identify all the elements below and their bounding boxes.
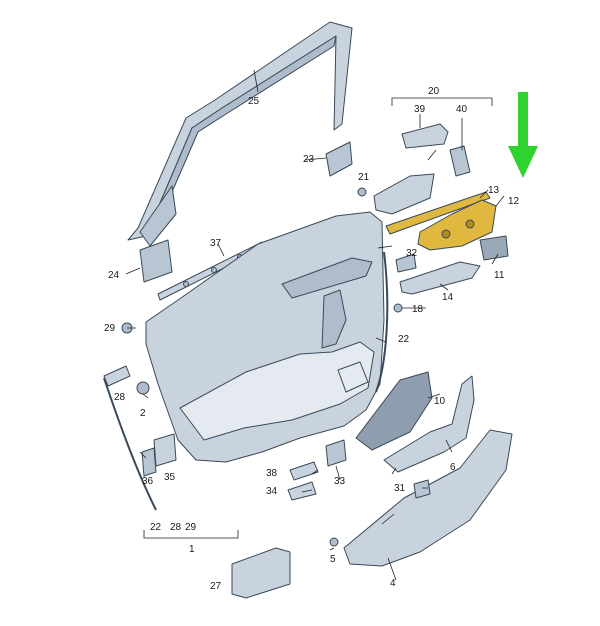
part-37-pin-b [211, 267, 217, 273]
leader-lines [125, 69, 505, 581]
part-1-pull-cup [337, 361, 369, 393]
callout-21: 21 [358, 172, 370, 183]
part-1-armrest [179, 341, 375, 441]
callout-32: 32 [406, 248, 418, 259]
part-28-cover [103, 365, 131, 387]
callout-25: 25 [248, 96, 260, 107]
part-11-speaker-grille [479, 235, 509, 261]
callout-37: 37 [210, 238, 222, 249]
part-22-cable [375, 251, 389, 393]
part-39-door-handle [401, 123, 449, 149]
part-14-handle-trim [399, 261, 481, 295]
part-1-upper-rail [281, 257, 373, 299]
callout-2: 2 [140, 408, 146, 419]
callout-14: 14 [442, 292, 454, 303]
part-37-pin-a [183, 281, 189, 287]
part-32-clip [395, 253, 417, 273]
callout-35: 35 [164, 472, 176, 483]
callout-18: 18 [412, 304, 424, 315]
callout-29: 29 [104, 323, 116, 334]
callout-38: 38 [266, 468, 278, 479]
bracket-1 [143, 530, 239, 539]
part-27-control-module [231, 547, 291, 599]
callout-11: 11 [494, 270, 505, 281]
callout-39: 39 [414, 104, 426, 115]
part-36-clip [141, 447, 157, 477]
part-35-switch [153, 433, 177, 467]
callout-23: 23 [303, 154, 315, 165]
callout-29b: 29 [185, 522, 197, 533]
bracket-20 [391, 97, 493, 106]
part-10-speaker-grille [355, 371, 433, 451]
callout-36: 36 [142, 476, 154, 487]
callout-27: 27 [210, 581, 222, 592]
callout-12: 12 [508, 196, 520, 207]
callout-33: 33 [334, 476, 346, 487]
callout-28: 28 [114, 392, 126, 403]
part-12-hole-a [441, 229, 451, 239]
part-18-screw [393, 303, 403, 313]
part-40-handle-cover [449, 145, 471, 177]
callout-4: 4 [390, 578, 396, 589]
part-12-hole-b [465, 219, 475, 229]
part-24-bracket [139, 239, 173, 283]
callout-40: 40 [456, 104, 468, 115]
part-25-lower-block [139, 185, 177, 247]
part-21-screw [357, 187, 367, 197]
callout-34: 34 [266, 486, 278, 497]
callout-22: 22 [150, 522, 162, 533]
callout-31: 31 [394, 483, 406, 494]
part-5-screw [329, 537, 339, 547]
callout-6: 6 [450, 462, 456, 473]
part-2-retainer [136, 381, 150, 395]
part-23-clip [325, 141, 353, 177]
part-6-pull-handle [383, 375, 475, 473]
part-12-handle-bracket [417, 199, 497, 251]
part-1-handle-recess [321, 289, 347, 349]
callout-20: 20 [428, 86, 440, 97]
callout-24: 24 [108, 270, 120, 281]
part-31-clip [413, 479, 431, 499]
callout-10: 10 [434, 396, 446, 407]
callout-22b: 22 [398, 334, 410, 345]
callout-28b: 28 [170, 522, 182, 533]
callout-5: 5 [330, 554, 336, 565]
part-22b-cable [103, 377, 157, 511]
part-38-bezel [289, 461, 319, 481]
part-13-trim-strip [385, 191, 491, 235]
down-arrow-icon [508, 92, 538, 178]
part-20-mechanism [373, 173, 435, 215]
part-4-armrest-pad [343, 429, 513, 567]
part-34-switch [287, 481, 317, 501]
part-33-clip [325, 439, 347, 467]
callout-1: 1 [189, 544, 195, 555]
callout-13: 13 [488, 185, 500, 196]
